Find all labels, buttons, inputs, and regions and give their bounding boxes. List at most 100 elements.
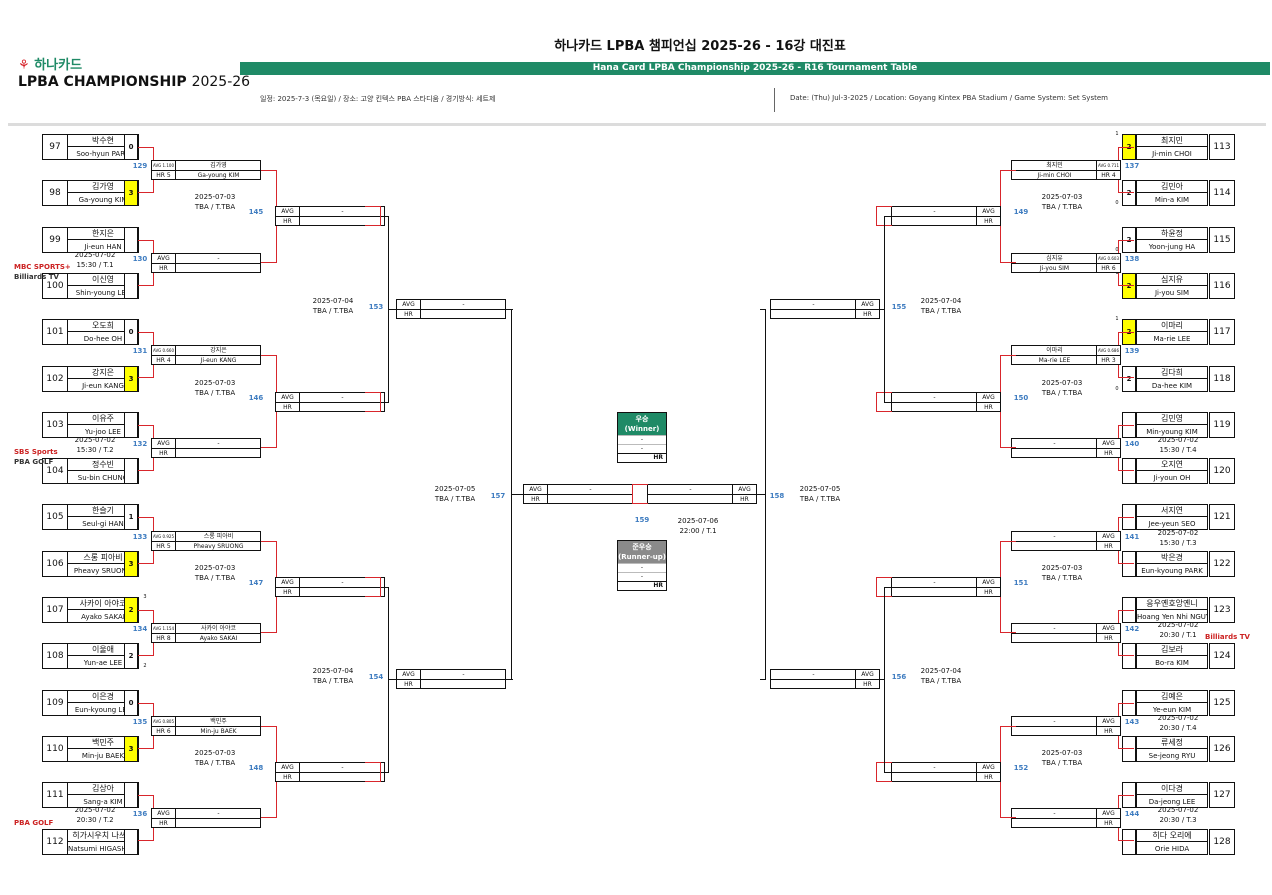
championship-logo: ⚘ 하나카드 LPBA CHAMPIONSHIP 2025-26 xyxy=(18,58,251,90)
match-date: 2025-07-05 xyxy=(434,485,476,494)
player-name-en: Jee-yeun SEO xyxy=(1148,520,1196,529)
player-card[interactable]: 서지연 Jee-yeun SEO xyxy=(1136,504,1208,531)
connector-line xyxy=(884,772,892,774)
player-name-en: Ji-eun KANG xyxy=(82,381,124,390)
match-winner-en: Ji-eun KANG xyxy=(200,357,237,365)
match-hr: HR 8 xyxy=(152,634,176,644)
match-hr: HR xyxy=(1096,541,1120,551)
match-avg: AVG xyxy=(732,485,756,496)
match-date: 2025-07-03 xyxy=(194,563,236,572)
player-name-en: Ji-min CHOI xyxy=(1152,150,1192,158)
match-avg: AVG 1.154 xyxy=(152,624,176,635)
match-date: 2025-07-02 xyxy=(74,250,116,259)
match-winner-ko: - xyxy=(300,207,385,218)
player-name-ko: 백민주 xyxy=(68,737,138,749)
seed-number: 113 xyxy=(1209,134,1235,160)
match-time: TBA / T.TBA xyxy=(194,573,236,582)
seed-number: 115 xyxy=(1209,226,1235,253)
connector-line xyxy=(884,216,885,402)
runnerup-box-name-en: - xyxy=(618,572,666,581)
player-name-ko: 이다경 xyxy=(1137,783,1207,796)
player-name-en: Yoon-jung HA xyxy=(1148,242,1196,251)
match-winner-ko: - xyxy=(771,670,856,681)
player-name-en: Seul-gi HAN xyxy=(82,520,124,529)
match-hr: HR 4 xyxy=(152,356,176,366)
match-hr: HR xyxy=(152,263,176,273)
connector-line xyxy=(760,679,766,681)
sets-won: 1 xyxy=(1115,131,1119,137)
player-name-en: Shin-young LEE xyxy=(75,288,131,297)
match-time: TBA / T.TBA xyxy=(1041,388,1083,397)
match-hr: HR xyxy=(855,680,879,690)
sets-won: 1 xyxy=(1115,269,1119,276)
connector-line xyxy=(876,679,884,681)
player-name-ko: 서지연 xyxy=(1137,505,1207,518)
match-hr: HR xyxy=(976,587,1000,597)
match-avg: AVG xyxy=(1096,716,1120,727)
match-winner-ko: - xyxy=(1012,624,1097,635)
match-winner-ko: - xyxy=(548,485,633,496)
match-hr: HR xyxy=(1096,726,1120,736)
runnerup-box-name: - xyxy=(618,563,666,572)
player-name-ko: 스롱 피아비 xyxy=(68,552,138,564)
set-score xyxy=(124,458,138,485)
seed-number: 99 xyxy=(42,226,68,253)
player-name-en: Ji-youn OH xyxy=(1153,474,1191,483)
match-winner-ko: - xyxy=(1012,532,1097,542)
seed-number: 104 xyxy=(42,458,68,485)
match-winner-ko: 최지민 xyxy=(1012,161,1097,172)
match-winner-en xyxy=(176,264,261,273)
seed-number: 121 xyxy=(1209,504,1235,531)
connector-line xyxy=(884,401,892,403)
match-time: TBA / T.TBA xyxy=(194,203,236,212)
